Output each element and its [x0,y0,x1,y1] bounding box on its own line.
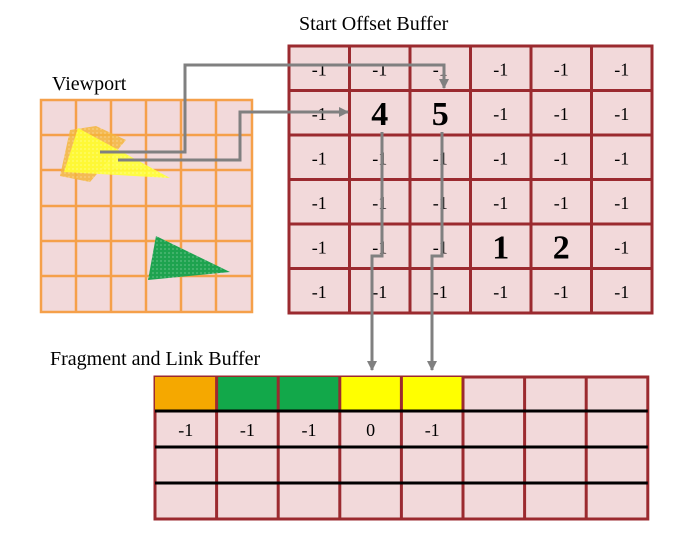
fragment-color-cell [216,377,279,411]
start-offset-cell: 1 [492,229,509,266]
fragment-color-cell [155,377,217,411]
fragment-link-buffer-title: Fragment and Link Buffer [50,348,260,370]
start-offset-cell: 4 [371,96,388,133]
arrow-cell-4-to-fragment-list [367,132,384,371]
start-offset-cell: -1 [614,193,629,213]
start-offset-cell: -1 [433,282,448,302]
start-offset-cell: -1 [312,148,327,168]
fragment-color-cell [278,377,340,411]
start-offset-cell: -1 [372,282,387,302]
arrow-viewport-to-cell-4 [118,107,349,162]
start-offset-cell: -1 [554,193,569,213]
start-offset-cell: -1 [312,59,327,79]
start-offset-cell: -1 [614,282,629,302]
fragment-color-cell [339,377,402,411]
start-offset-cell: -1 [493,282,508,302]
start-offset-cell: -1 [372,193,387,213]
start-offset-cell: 5 [432,96,449,133]
start-offset-cell: -1 [312,237,327,257]
start-offset-buffer-title: Start Offset Buffer [299,13,449,35]
start-offset-cell: -1 [554,148,569,168]
start-offset-cell: -1 [372,59,387,79]
viewport-grid [39,98,254,314]
link-value-cell: 0 [366,420,375,440]
start-offset-cell: -1 [614,148,629,168]
arrows [100,63,449,371]
start-offset-cell: -1 [372,237,387,257]
start-offset-cell: -1 [312,193,327,213]
arrow-viewport-to-cell-5 [100,63,449,154]
start-offset-cell: -1 [614,237,629,257]
link-value-cell: -1 [302,420,317,440]
viewport-title: Viewport [52,73,127,95]
start-offset-cell: -1 [312,104,327,124]
start-offset-cell: -1 [312,282,327,302]
start-offset-cell: -1 [433,193,448,213]
start-offset-buffer-grid [287,44,654,315]
start-offset-cell: -1 [554,59,569,79]
start-offset-cell: -1 [493,104,508,124]
link-value-cell: -1 [425,420,440,440]
start-offset-cell: -1 [614,59,629,79]
start-offset-cell: -1 [554,282,569,302]
start-offset-cell: -1 [554,104,569,124]
start-offset-cell: -1 [493,193,508,213]
green-triangle-icon [148,236,230,280]
link-value-cell: -1 [178,420,193,440]
start-offset-cell: -1 [493,59,508,79]
start-offset-cell: -1 [433,148,448,168]
start-offset-cell: -1 [372,148,387,168]
fragment-color-cell [401,377,463,411]
start-offset-cell: -1 [433,237,448,257]
link-value-cell: -1 [240,420,255,440]
start-offset-cell: 2 [553,229,570,266]
start-offset-cell: -1 [493,148,508,168]
fragment-link-buffer: -1 -1 -1 0 -1 [153,375,650,521]
arrow-cell-5-to-fragment-list [427,132,444,371]
start-offset-cell: -1 [614,104,629,124]
